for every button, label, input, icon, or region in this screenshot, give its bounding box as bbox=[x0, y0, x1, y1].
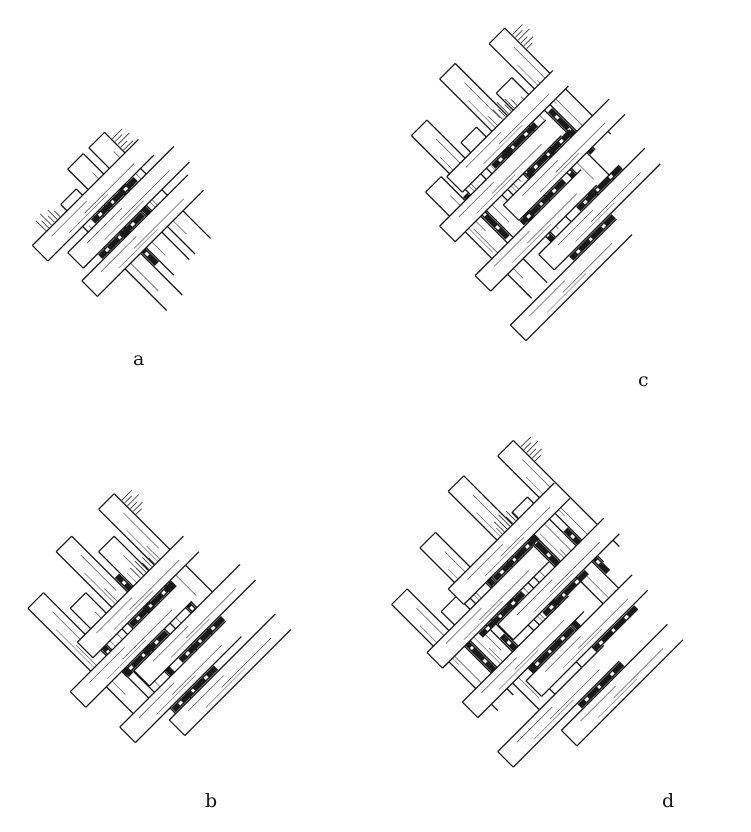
panel-b-weave bbox=[14, 482, 298, 771]
panel-d-label: d bbox=[662, 792, 674, 811]
panel-c-weave bbox=[376, 9, 689, 341]
panel-a-label: a bbox=[133, 350, 144, 369]
panel-a-weave bbox=[20, 113, 236, 310]
panel-d-weave bbox=[363, 421, 704, 788]
panel-c-label: c bbox=[638, 371, 649, 390]
panel-b-label: b bbox=[205, 792, 217, 811]
